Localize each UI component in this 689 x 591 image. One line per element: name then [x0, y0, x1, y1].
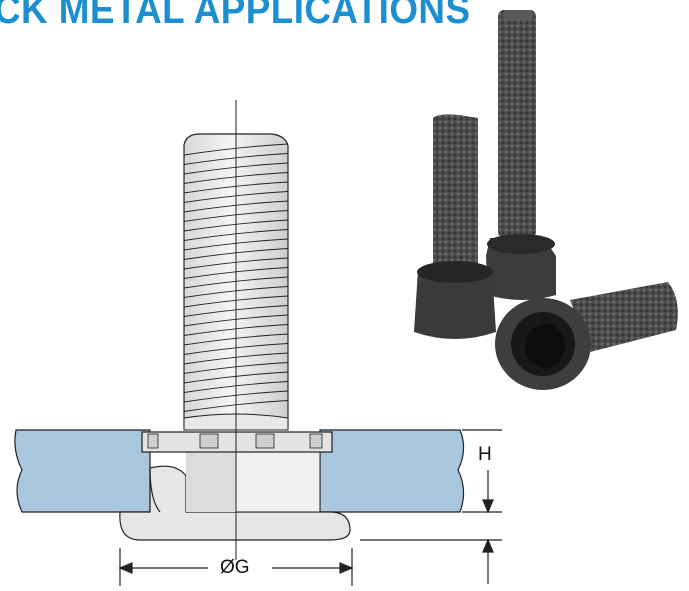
diameter-dimension: [118, 548, 354, 586]
stud-head: [119, 451, 351, 541]
height-dimension: [360, 429, 502, 584]
studs-photo: [414, 10, 678, 390]
height-dimension-label: H: [478, 444, 492, 465]
lying-stud-image: [495, 282, 678, 390]
diameter-dimension-label: ØG: [220, 557, 250, 578]
tall-stud-image: [486, 10, 556, 300]
page-heading: CK METAL APPLICATIONS: [0, 0, 471, 32]
sheet-metal: [14, 429, 465, 513]
short-stud-image: [414, 114, 496, 339]
knurled-collar: [141, 431, 333, 453]
